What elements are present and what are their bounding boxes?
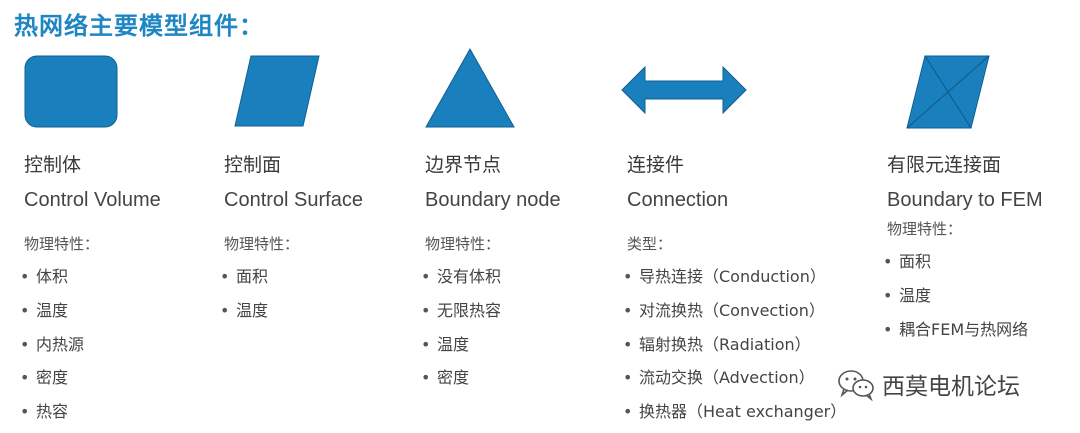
property-list: •面积 •温度 <box>220 260 268 328</box>
list-item: •密度 <box>421 368 470 388</box>
list-item: •对流换热（Convection） <box>623 300 825 320</box>
list-item: •换热器（Heat exchanger） <box>623 402 847 422</box>
component-name-en: Boundary node <box>425 189 561 211</box>
component-name-en: Control Surface <box>224 189 363 211</box>
component-name-cn: 控制面 <box>224 154 282 176</box>
list-item: •温度 <box>421 334 470 354</box>
watermark: 西莫电机论坛 <box>836 364 1020 404</box>
component-name-en: Connection <box>627 189 729 211</box>
wechat-icon <box>838 370 874 401</box>
rounded-rectangle-icon <box>24 55 118 128</box>
list-item: •耦合FEM与热网络 <box>883 319 1029 339</box>
property-label: 物理特性： <box>224 235 300 253</box>
list-item: •辐射换热（Radiation） <box>623 334 811 354</box>
component-name-en: Control Volume <box>24 189 161 211</box>
property-label: 物理特性： <box>887 220 963 238</box>
component-name-cn: 有限元连接面 <box>887 154 1002 176</box>
list-item: •温度 <box>20 300 69 320</box>
list-item: •导热连接（Conduction） <box>623 267 826 286</box>
property-list: •体积 •温度 •内热源 •密度 •热容 <box>20 260 84 429</box>
page-title: 热网络主要模型组件： <box>14 12 264 40</box>
parallelogram-icon <box>234 55 320 127</box>
list-item: •无限热容 <box>421 300 502 320</box>
list-item: •面积 <box>883 252 932 271</box>
triangle-icon <box>425 48 515 128</box>
watermark-text: 西莫电机论坛 <box>882 374 1020 400</box>
component-name-cn: 边界节点 <box>425 154 502 176</box>
list-item: •密度 <box>20 368 69 388</box>
component-name-en: Boundary to FEM <box>887 189 1043 211</box>
component-name-cn: 连接件 <box>627 154 685 176</box>
list-item: •体积 <box>20 267 69 286</box>
property-list: •面积 •温度 •耦合FEM与热网络 <box>883 245 1028 346</box>
crossed-parallelogram-icon <box>906 55 990 129</box>
list-item: •面积 <box>220 267 269 286</box>
list-item: •没有体积 <box>421 267 502 286</box>
list-item: •热容 <box>20 402 69 422</box>
property-label: 物理特性： <box>425 235 501 253</box>
double-arrow-icon <box>621 66 747 114</box>
component-name-cn: 控制体 <box>24 154 82 176</box>
list-item: •温度 <box>220 300 269 320</box>
property-list: •没有体积 •无限热容 •温度 •密度 <box>421 260 501 395</box>
list-item: •温度 <box>883 285 932 305</box>
list-item: •内热源 <box>20 334 85 354</box>
list-item: •流动交换（Advection） <box>623 368 815 388</box>
property-label: 类型： <box>627 235 673 253</box>
property-list: •导热连接（Conduction） •对流换热（Convection） •辐射换… <box>623 260 846 429</box>
property-label: 物理特性： <box>24 235 100 253</box>
